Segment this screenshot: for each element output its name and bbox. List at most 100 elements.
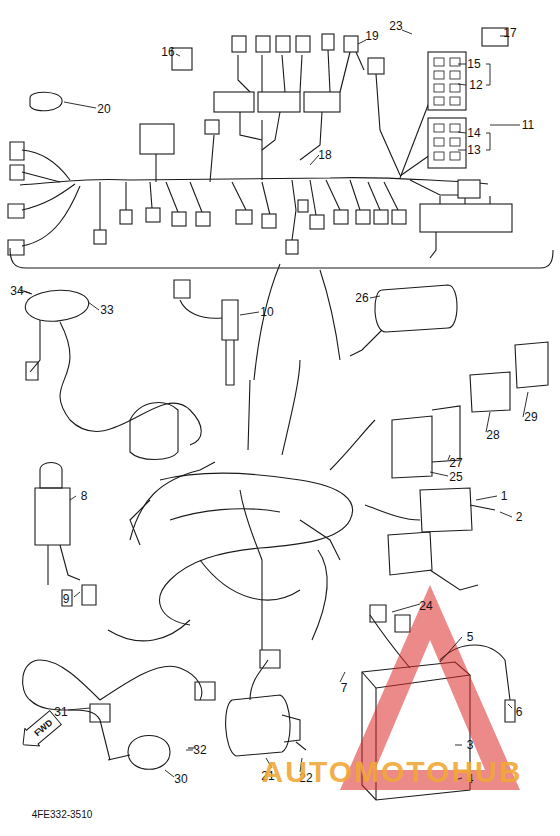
part-outline [365,505,420,520]
connector-plug [94,230,106,244]
callout-number: 12 [469,79,482,91]
part-outline [388,532,432,575]
connector-plug [310,215,324,229]
callout-number: 9 [63,593,70,605]
connector-plug [296,36,310,52]
fuse-slot [450,152,460,160]
part-outline [248,380,250,450]
part-outline [22,150,70,180]
leader-line [176,54,180,56]
part-outline [395,615,410,632]
part-outline [180,300,222,318]
part-outline [261,560,262,650]
callout-number: 15 [467,58,480,70]
watermark-text: AUTOMOTOHUB [262,757,523,787]
part-outline [26,362,38,380]
connector-plug [392,210,406,224]
part-outline [320,270,340,360]
part-outline [240,112,262,140]
callout-number: 11 [522,119,534,131]
leader-line [68,708,90,710]
connector-plug [304,92,340,112]
part-outline [226,695,290,756]
callout-number: 5 [467,631,474,643]
part-outline [10,142,24,160]
fuse-slot [450,71,460,79]
callout-number: 13 [467,144,480,156]
callout-number: 33 [100,304,113,316]
leader-line [392,604,420,612]
callout-number: 19 [365,30,378,42]
arrow-label: FWD [32,717,54,738]
connector-plug [258,92,300,112]
callout-number: 10 [260,306,273,318]
connector-plug [214,92,254,112]
callout-number: 26 [355,292,368,304]
callout-number: 23 [389,20,402,32]
drawing-number: 4FE332-3510 [32,810,93,820]
connector-plug [458,180,480,198]
part-outline [240,490,262,560]
part-outline [300,55,302,92]
leader-line [240,312,259,315]
connector-plug [356,210,370,224]
callout-number: 7 [341,682,348,694]
part-outline [238,55,250,92]
leader-line [358,40,366,44]
part-outline [326,180,340,210]
part-outline [60,545,80,580]
part-outline [125,182,126,210]
connector-plug [368,58,384,74]
fuse-slot [434,58,444,66]
part-outline [384,182,398,210]
part-outline [400,100,430,178]
fuse-slot [434,71,444,79]
leader-line [440,637,462,662]
part-outline [35,488,70,545]
part-outline [432,406,460,462]
connector-plug [374,210,388,224]
part-outline [292,180,296,240]
part-outline [47,545,48,585]
connector-plug [140,124,174,154]
connector-plug [172,212,186,226]
part-outline [22,184,75,210]
connector-plug [428,52,466,110]
part-outline [22,172,60,182]
fuse-slot [434,124,444,132]
part-outline [250,660,268,700]
part-outline [200,560,300,600]
part-outline [375,285,457,332]
part-outline [350,180,360,210]
connector-plug [232,36,246,52]
part-outline [130,403,178,460]
part-outline [10,165,24,180]
leader-line [165,770,174,777]
part-outline [99,182,100,230]
part-outline [260,650,280,668]
part-outline [100,666,202,700]
part-outline [392,416,432,478]
leader-line [310,155,319,165]
part-outline [368,182,380,210]
part-outline [262,182,270,215]
connector-plug [298,200,308,212]
leader-line [186,750,193,751]
part-outline [282,55,285,92]
connector-plug [428,118,466,168]
fuse-slot [450,97,460,105]
part-outline [210,135,214,182]
part-outline [356,52,364,70]
part-outline [108,755,130,760]
part-outline [30,92,62,111]
leader-line [70,496,76,500]
callout-number: 34 [10,285,23,297]
fuse-slot [450,84,460,92]
leader-line [500,512,512,517]
part-outline [430,232,436,258]
part-outline [40,463,62,489]
callout-number: 28 [486,429,499,441]
part-outline [470,372,510,412]
